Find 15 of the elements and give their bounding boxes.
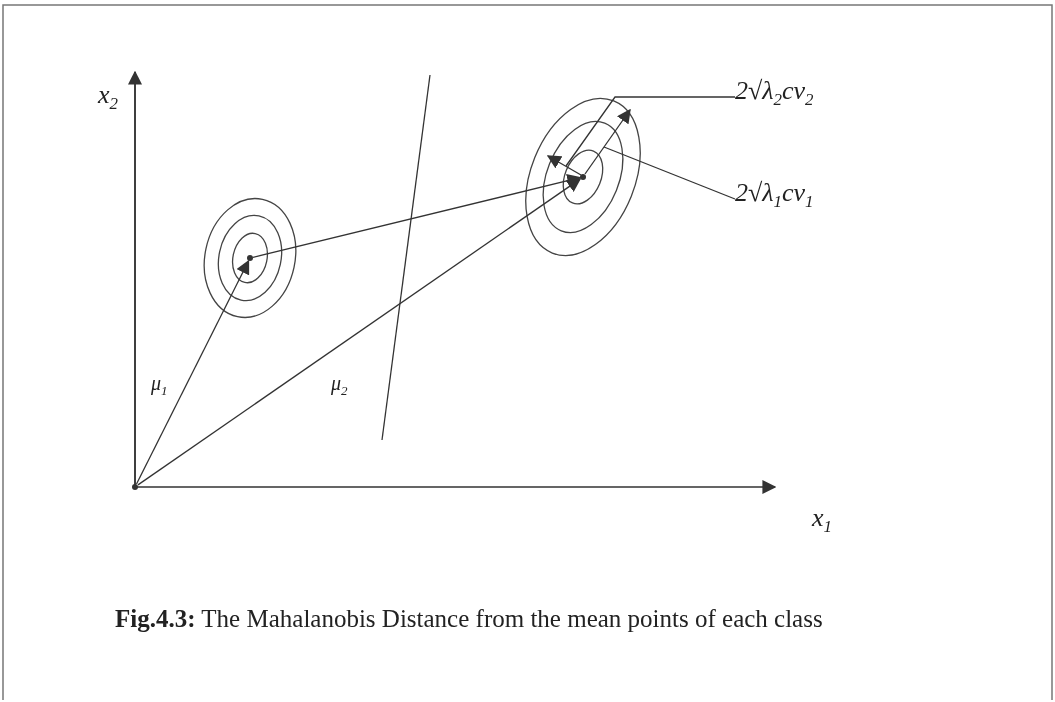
eigenvector-arrow <box>584 108 631 175</box>
axis-label: x$_{1}$ <box>812 505 832 537</box>
eigenvector-arrow <box>546 155 582 176</box>
mean-point <box>247 255 253 261</box>
mean-point <box>580 174 586 180</box>
formula-label: 2√λ$_{1}$cν$_{1}$ <box>735 180 814 212</box>
axis-label: x$_{2}$ <box>98 82 118 114</box>
mean-point <box>132 484 138 490</box>
arrow <box>137 178 582 486</box>
formula-label: 2√λ$_{2}$cν$_{2}$ <box>735 78 814 110</box>
leader-line <box>565 96 736 167</box>
arrow <box>135 259 250 485</box>
figure-caption: Fig.4.3: The Mahalanobis Distance from the mean points of each class <box>115 605 823 633</box>
leader-line <box>603 146 736 200</box>
arrow <box>252 173 582 258</box>
